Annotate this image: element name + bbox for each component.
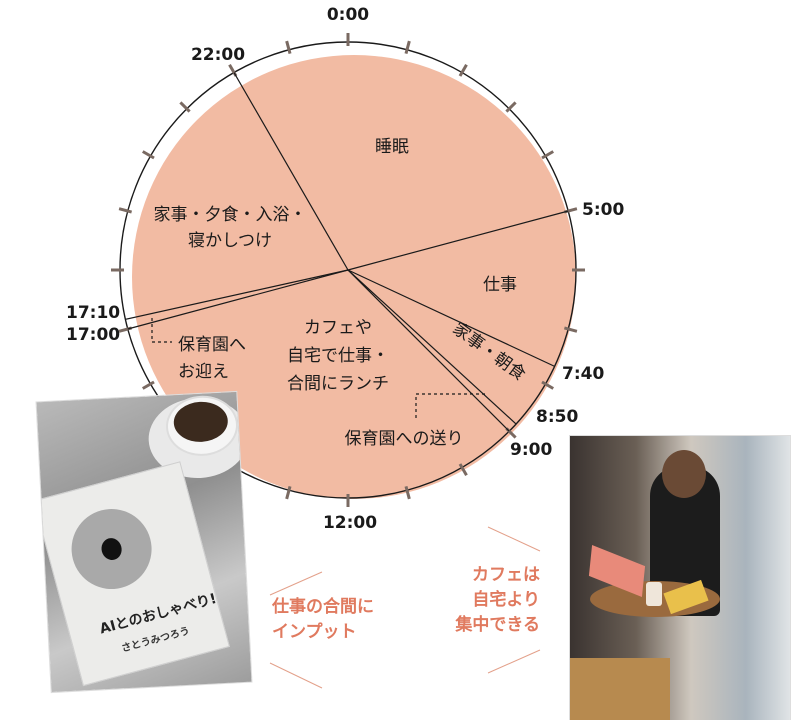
note-cafe-line2: 自宅より — [472, 590, 540, 610]
time-label-1200: 12:00 — [323, 513, 377, 533]
photo-book-and-coffee: AIとのおしゃべり! さとうみつろう — [36, 391, 252, 693]
time-label-0850: 8:50 — [536, 407, 578, 427]
hour-tick — [505, 101, 517, 113]
dropoff-leader-line — [415, 393, 485, 418]
time-label-1710: 17:10 — [66, 303, 120, 323]
segment-label-evening-1: 家事・夕食・入浴・ — [154, 205, 307, 225]
hour-tick — [541, 150, 554, 160]
segment-label-sleep: 睡眠 — [375, 137, 409, 157]
cafe-cup — [646, 582, 662, 606]
segment-boundary — [347, 269, 510, 432]
hour-tick — [142, 150, 155, 160]
time-label-2200: 22:00 — [191, 45, 245, 65]
hour-tick — [118, 207, 133, 214]
segment-label-work: 仕事 — [483, 275, 517, 295]
segment-boundary — [347, 269, 555, 367]
hour-tick — [404, 485, 411, 500]
hour-tick — [541, 380, 554, 390]
time-label-0500: 5:00 — [582, 200, 624, 220]
note-decor-lines — [269, 526, 541, 689]
chart-fill — [132, 55, 576, 499]
book: AIとのおしゃべり! さとうみつろう — [36, 461, 230, 687]
pickup-leader-line — [151, 318, 172, 343]
hour-tick — [285, 40, 292, 55]
time-label-0900: 9:00 — [510, 440, 552, 460]
segment-boundary — [233, 72, 349, 271]
note-input: 仕事の合間に インプット — [272, 595, 374, 645]
hour-tick — [563, 326, 578, 333]
hour-tick — [458, 463, 468, 476]
segment-boundary — [127, 269, 349, 330]
segment-label-cafe-1: カフェや — [304, 318, 372, 338]
photo-woman-at-cafe — [570, 436, 790, 720]
hour-tick — [404, 40, 411, 55]
note-cafe-focus: カフェは 自宅より 集中できる — [430, 563, 540, 638]
segment-boundary — [125, 269, 349, 320]
hour-tick — [142, 380, 155, 390]
segment-label-evening-2: 寝かしつけ — [188, 230, 272, 251]
time-label-0740: 7:40 — [562, 364, 604, 384]
hour-tick — [458, 64, 468, 77]
hour-tick — [179, 101, 191, 113]
hour-tick — [285, 485, 292, 500]
segment-boundary — [347, 210, 569, 271]
time-label-0000: 0:00 — [327, 5, 369, 25]
segment-boundary — [347, 269, 517, 425]
segment-label-pickup-2: お迎え — [178, 362, 229, 382]
note-input-line1: 仕事の合間に — [272, 597, 374, 617]
segment-label-cafe-3: 合間にランチ — [287, 374, 389, 394]
table-foreground — [570, 658, 670, 720]
segment-label-cafe-2: 自宅で仕事・ — [287, 346, 389, 366]
note-cafe-line3: 集中できる — [455, 615, 540, 635]
person-head — [662, 450, 706, 498]
note-cafe-line1: カフェは — [472, 565, 540, 585]
segment-label-pickup-1: 保育園へ — [178, 335, 246, 355]
segment-boundaries — [125, 72, 569, 432]
note-input-line2: インプット — [272, 622, 357, 642]
segment-label-dropoff: 保育園への送り — [345, 429, 464, 449]
time-label-1700: 17:00 — [66, 325, 120, 345]
